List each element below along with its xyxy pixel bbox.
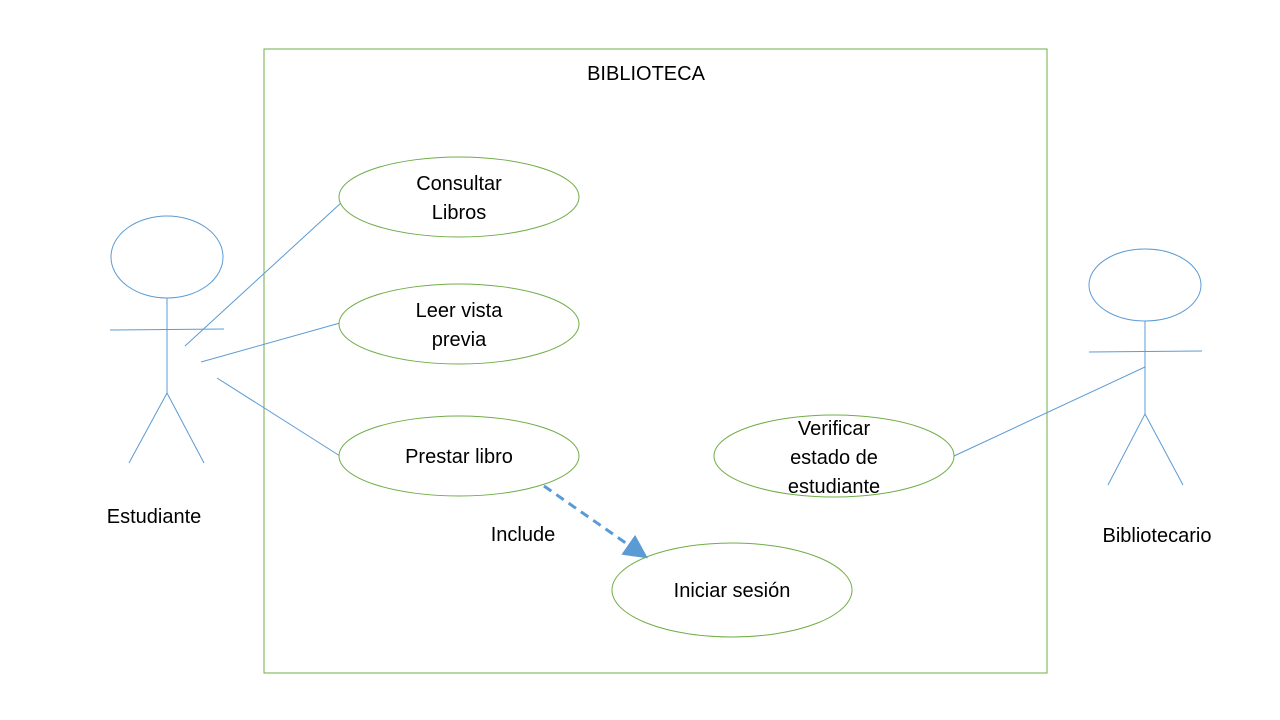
include-label: Include [491, 524, 556, 546]
use-case-consultar-line1: Consultar [416, 173, 502, 195]
use-case-verificar-line3: estudiante [788, 476, 880, 498]
system-title: BIBLIOTECA [587, 63, 705, 85]
librarian-arms [1088, 350, 1203, 353]
actor-librarian [1088, 248, 1203, 486]
include-arrow [543, 484, 648, 559]
use-case-consultar-libros: Consultar Libros [338, 156, 580, 238]
student-head [110, 215, 224, 299]
actor-librarian-label: Bibliotecario [1103, 525, 1212, 547]
association-student-consultar [184, 201, 343, 347]
use-case-prestar-ellipse [338, 415, 580, 497]
association-student-prestar [216, 377, 341, 457]
use-case-verificar-ellipse [713, 414, 955, 498]
use-case-leer-vista-previa: Leer vista previa [338, 283, 580, 365]
librarian-left-leg [1107, 413, 1146, 486]
use-case-iniciar-sesion: Iniciar sesión [611, 542, 853, 638]
student-left-leg [128, 392, 168, 464]
association-librarian-verificar [953, 366, 1146, 457]
student-arms [109, 328, 225, 331]
use-case-prestar-line1: Prestar libro [405, 446, 513, 468]
librarian-right-leg [1144, 413, 1184, 486]
use-case-verificar-estado: Verificar estado de estudiante [713, 414, 955, 498]
use-case-prestar-libro: Prestar libro [338, 415, 580, 497]
use-case-leer-ellipse [338, 283, 580, 365]
use-case-consultar-line2: Libros [432, 202, 486, 224]
librarian-head [1088, 248, 1202, 322]
use-case-leer-line2: previa [432, 329, 487, 351]
actor-student [109, 215, 225, 464]
use-case-iniciar-line1: Iniciar sesión [674, 580, 791, 602]
student-right-leg [166, 392, 205, 464]
use-case-verificar-line2: estado de [790, 447, 878, 469]
use-case-consultar-ellipse [338, 156, 580, 238]
association-student-leer [200, 322, 341, 363]
use-case-leer-line1: Leer vista [416, 300, 504, 322]
use-case-verificar-line1: Verificar [798, 418, 871, 440]
use-case-iniciar-ellipse [611, 542, 853, 638]
actor-student-label: Estudiante [107, 506, 202, 528]
system-boundary [263, 48, 1048, 674]
